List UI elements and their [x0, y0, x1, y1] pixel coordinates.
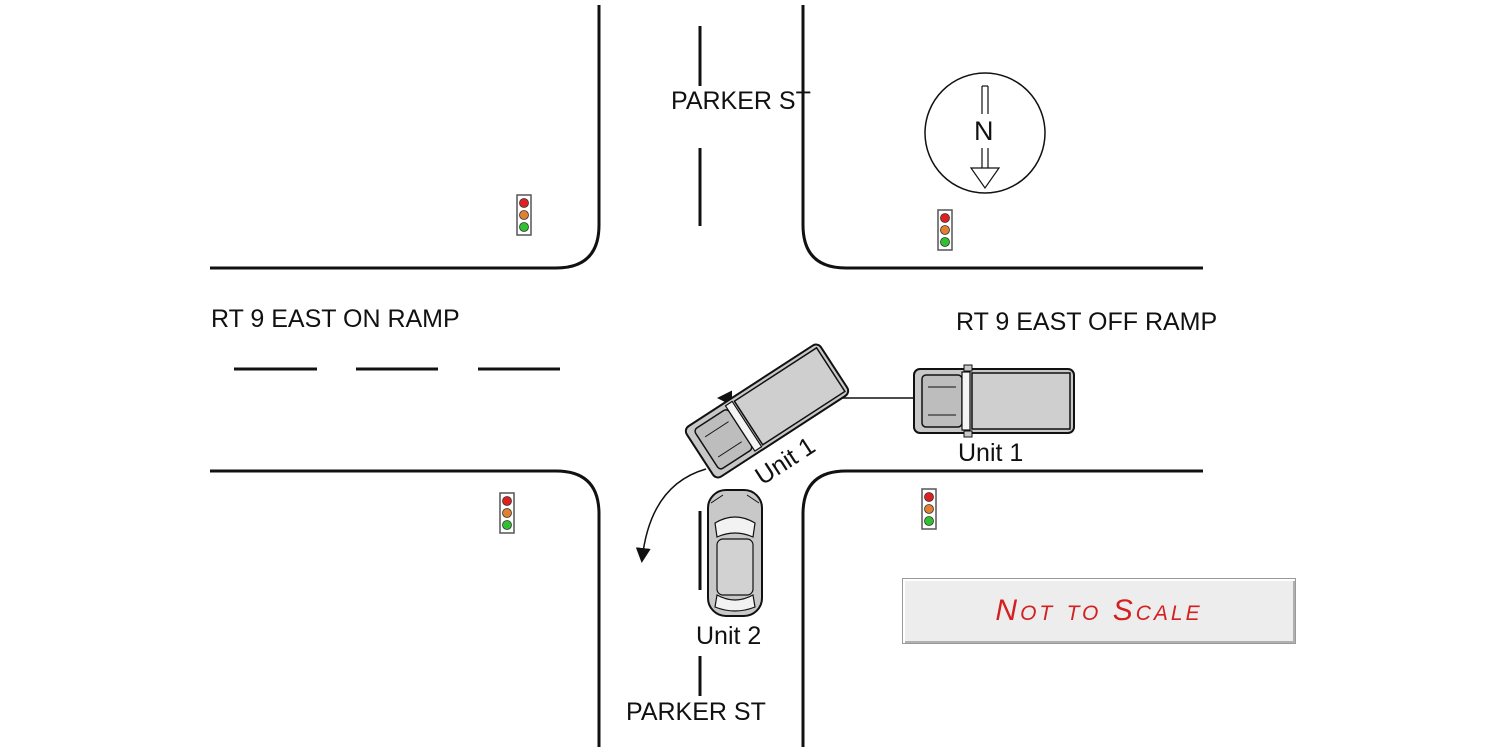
sedan-car-icon: [707, 489, 763, 617]
street-label-north: PARKER ST: [671, 87, 811, 115]
pickup-truck-icon: [684, 343, 850, 479]
ramp-label-off: RT 9 EAST OFF RAMP: [956, 308, 1218, 336]
road-edge-se: [801, 469, 1203, 747]
traffic-light-icon: [937, 209, 953, 251]
scale-note-box: Not to Scale: [902, 578, 1296, 644]
pickup-truck-icon: [913, 364, 1075, 438]
unit1-label-original: Unit 1: [958, 439, 1024, 467]
traffic-light-icon: [921, 488, 937, 530]
unit2-label: Unit 2: [696, 622, 762, 650]
road-edge-ne: [801, 5, 1203, 270]
unit2-path-arrow: [635, 468, 707, 563]
ramp-label-on: RT 9 EAST ON RAMP: [211, 305, 460, 333]
road-edge-sw: [210, 469, 601, 747]
traffic-light-icon: [499, 492, 515, 534]
north-letter: N: [974, 116, 994, 146]
road-edges: [210, 5, 1203, 747]
road-edge-nw: [210, 5, 601, 270]
scale-note-text: Not to Scale: [995, 594, 1203, 627]
traffic-light-icon: [516, 194, 532, 236]
north-arrow-icon: [924, 72, 1046, 194]
street-label-south: PARKER ST: [626, 698, 766, 726]
lane-markings: [234, 26, 702, 696]
